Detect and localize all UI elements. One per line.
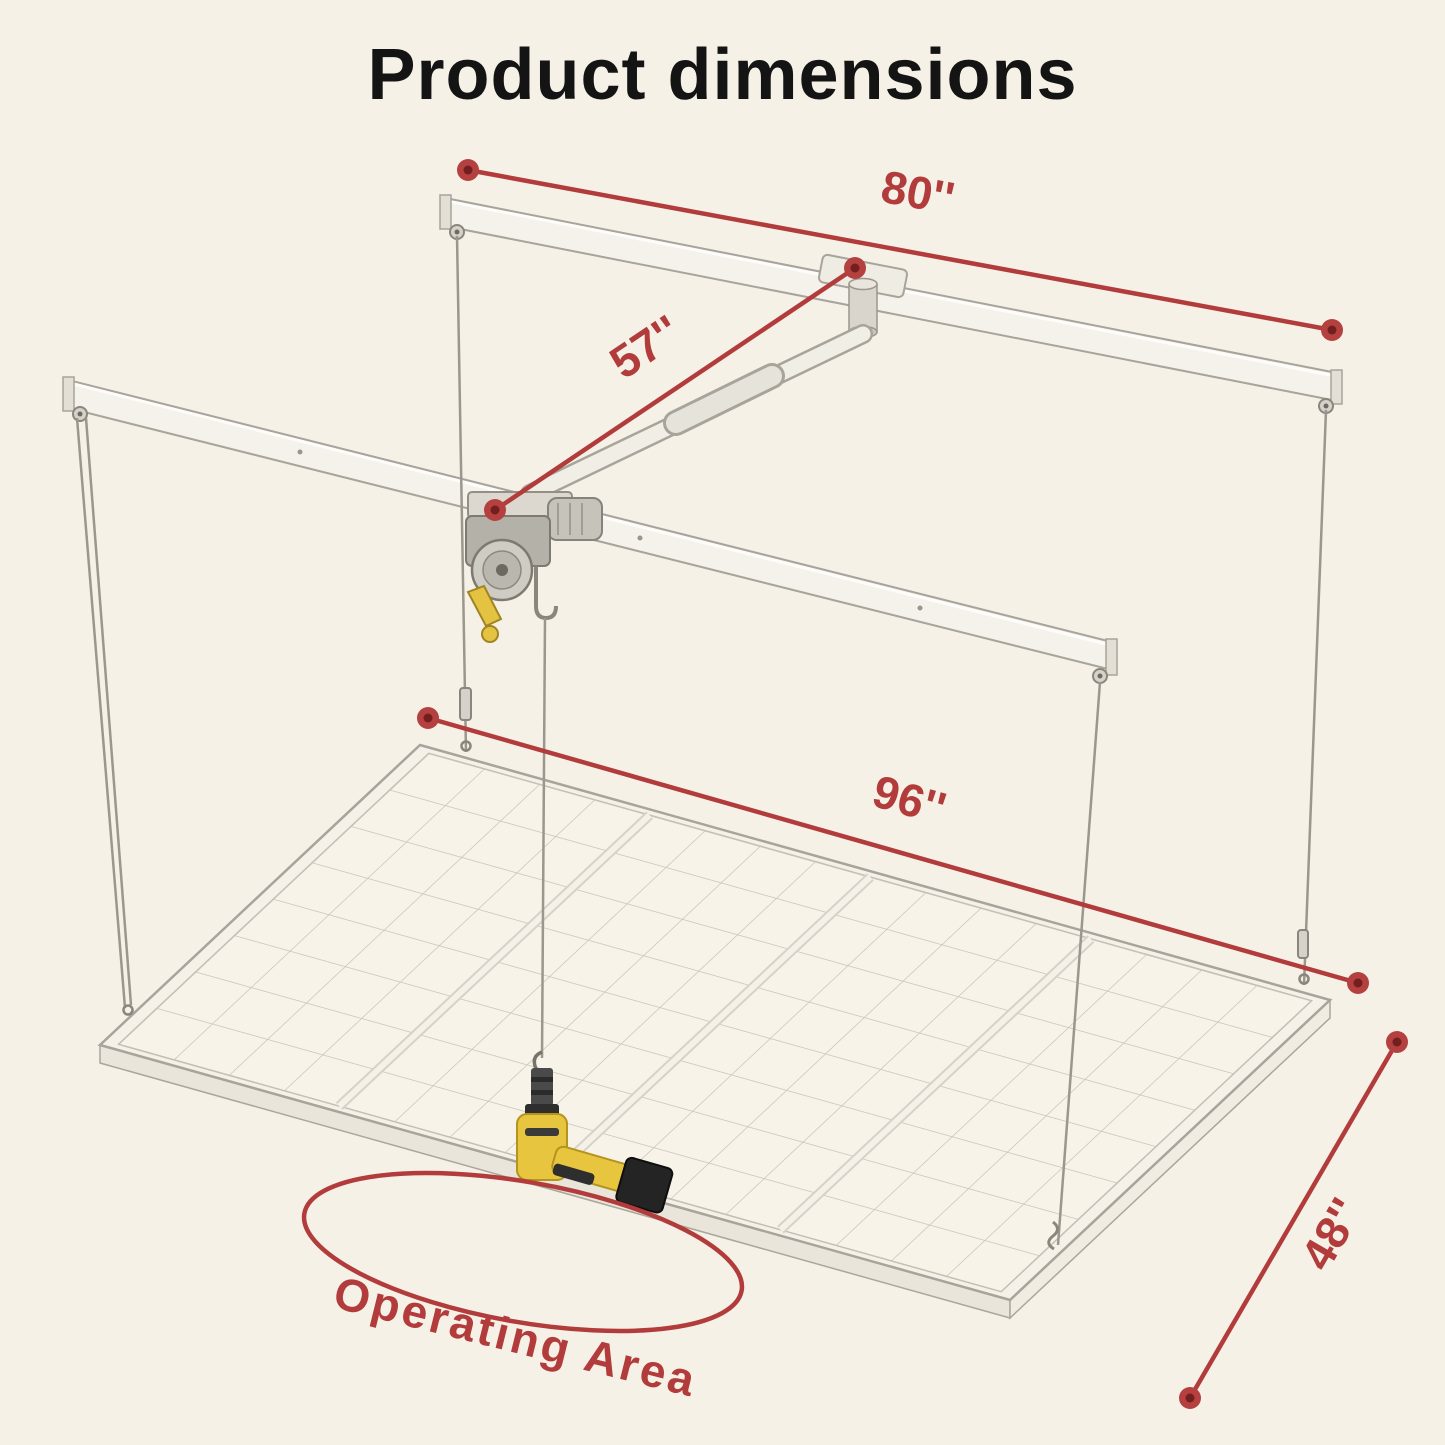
cable-rear-right (1302, 409, 1328, 986)
cable-front-right (1056, 681, 1102, 1246)
hook-rear-right-icon (1298, 973, 1310, 985)
hook-front-left-icon (122, 1004, 134, 1016)
rear-rail-right-endcap (1330, 369, 1343, 405)
dim-label-57: 57'' (600, 305, 690, 389)
hoist-hook-icon (534, 566, 558, 621)
dim-label-80: 80'' (877, 160, 958, 224)
hanging-drill (516, 1050, 674, 1214)
cable-front-left (75, 417, 127, 1009)
dimension-57: 57'' (484, 257, 866, 521)
dim-label-96: 96'' (867, 765, 951, 835)
hoist-lift-cable (540, 617, 547, 1059)
hoist-winch (465, 491, 603, 643)
cable-hooks (122, 687, 1310, 1251)
cable-rear-left (455, 235, 468, 753)
front-rail-left-endcap (62, 376, 75, 412)
hoist-motor (547, 497, 603, 541)
winch-handle (466, 584, 503, 628)
drill-handle (551, 1145, 674, 1214)
lift-cables (75, 235, 1328, 1246)
platform-cross-beams (335, 811, 1095, 1234)
drill-chuck (531, 1068, 553, 1106)
winch-handle-knob (481, 625, 499, 643)
rear-rail-left-endcap (439, 194, 452, 230)
hook-front-right-icon (1047, 1220, 1059, 1251)
telescoping-cross-beam (520, 324, 873, 504)
operating-area-label: Operating Area (329, 1266, 703, 1407)
storage-platform (97, 743, 1333, 1320)
rear-ceiling-rail (439, 194, 1343, 414)
front-rail-right-endcap (1105, 638, 1118, 676)
turnbuckle-rear-right (1297, 929, 1309, 959)
operating-area-ellipse (301, 1170, 745, 1334)
hook-rear-left-icon (460, 740, 472, 752)
dimension-80: 80'' (457, 159, 1343, 341)
page-title: Product dimensions (367, 35, 1078, 115)
turnbuckle-rear-left (459, 687, 472, 721)
cable-front-left-return (84, 417, 133, 1006)
